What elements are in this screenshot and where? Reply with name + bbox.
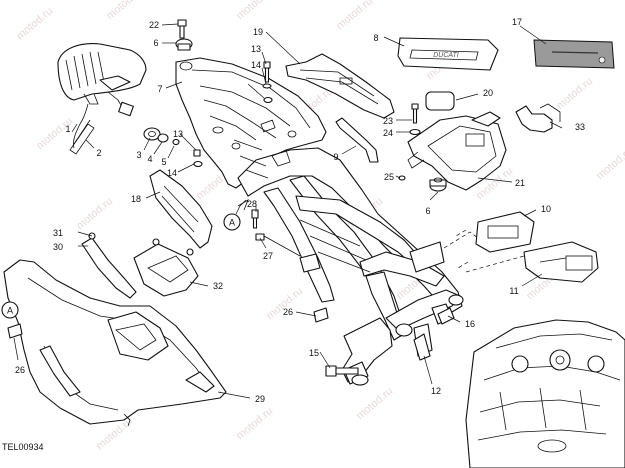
callout-25: 25: [384, 172, 394, 182]
callout-2: 2: [96, 148, 101, 158]
screw-and-grommet-top: [175, 19, 193, 51]
screw-washer-right: [409, 103, 421, 136]
tail-light-unit: [57, 43, 147, 149]
rear-subframe: [175, 57, 327, 189]
guide-line: [443, 229, 479, 269]
watermark-text: motod.ru: [334, 0, 375, 32]
callout-32: 32: [213, 281, 223, 291]
watermark-text: motod.ru: [234, 405, 275, 442]
callout-13a: 13: [251, 44, 261, 54]
undertail-fairing: [3, 259, 227, 427]
section-marker-a-left: A: [1, 301, 19, 319]
callout-6b: 6: [425, 206, 430, 216]
side-cover-left: [149, 169, 213, 249]
callout-5: 5: [161, 157, 166, 167]
middle-bolts: [251, 209, 301, 257]
callout-numbers: 1 2 3 4 5 6 6 7 8 9 10 11 12 13 13 14 14…: [15, 17, 585, 404]
callout-14b: 14: [167, 168, 177, 178]
callout-29: 29: [255, 394, 265, 404]
drawing-code: TEL00934: [2, 442, 44, 452]
watermark-text: motod.ru: [234, 0, 275, 22]
watermark-text: motod.ru: [74, 195, 115, 232]
section-marker-a-right: A: [223, 199, 249, 231]
callout-22: 22: [149, 20, 159, 30]
callout-18: 18: [131, 194, 141, 204]
callout-leaders: [13, 23, 563, 399]
callout-23: 23: [383, 116, 393, 126]
callout-10: 10: [541, 204, 551, 214]
callout-24: 24: [383, 128, 393, 138]
decal-strip: [397, 37, 499, 71]
callout-31: 31: [53, 228, 63, 238]
clip-nut-center: [313, 307, 329, 323]
cable-tie: [69, 119, 95, 155]
decal-logo-text: DUCATI: [433, 52, 459, 59]
grommet-set: [143, 127, 180, 146]
callout-19: 19: [253, 27, 263, 37]
callout-8: 8: [373, 33, 378, 43]
owners-plate: [533, 39, 615, 69]
callout-33: 33: [575, 122, 585, 132]
rubber-pad-and-clip: [425, 91, 561, 133]
watermark-text: motod.ru: [554, 75, 595, 112]
license-bracket-set: [81, 232, 199, 299]
callout-15: 15: [309, 348, 319, 358]
svg-text:A: A: [7, 306, 13, 316]
callout-12: 12: [431, 386, 441, 396]
engine-block: [465, 319, 625, 468]
callout-30: 30: [53, 242, 63, 252]
rubber-cover: [475, 211, 535, 253]
svg-text:A: A: [229, 218, 235, 228]
watermark-text: motod.ru: [104, 0, 145, 22]
callout-26a: 26: [283, 307, 293, 317]
callout-1: 1: [65, 124, 70, 134]
small-fittings: [413, 307, 455, 361]
rubber-boot: [523, 241, 599, 283]
watermark-text: motod.ru: [354, 385, 395, 422]
callout-28: 28: [247, 199, 257, 209]
callout-21: 21: [515, 178, 525, 188]
watermark-text: motod.ru: [14, 5, 55, 42]
callout-26b: 26: [15, 365, 25, 375]
plate-bracket: [285, 53, 395, 119]
electronics-tray: [407, 111, 507, 191]
callout-7: 7: [157, 84, 162, 94]
callout-3: 3: [136, 150, 141, 160]
callout-27: 27: [263, 251, 273, 261]
callout-17: 17: [512, 17, 522, 27]
callout-20: 20: [483, 88, 493, 98]
guide-line: [465, 255, 525, 273]
main-frame: [233, 139, 464, 386]
watermark-text: motod.ru: [594, 145, 625, 182]
grommet-right: [398, 175, 447, 192]
callout-4: 4: [147, 154, 152, 164]
callout-13b: 13: [173, 129, 183, 139]
clip-nut-left: [7, 323, 23, 339]
callout-14a: 14: [251, 60, 261, 70]
strap-bracket: [335, 117, 379, 163]
callout-11: 11: [509, 286, 518, 296]
callout-9: 9: [333, 152, 338, 162]
callout-6a: 6: [153, 38, 158, 48]
frame-bolt: [325, 365, 359, 377]
part-drawings: A A: [1, 19, 625, 468]
callout-16: 16: [465, 319, 475, 329]
